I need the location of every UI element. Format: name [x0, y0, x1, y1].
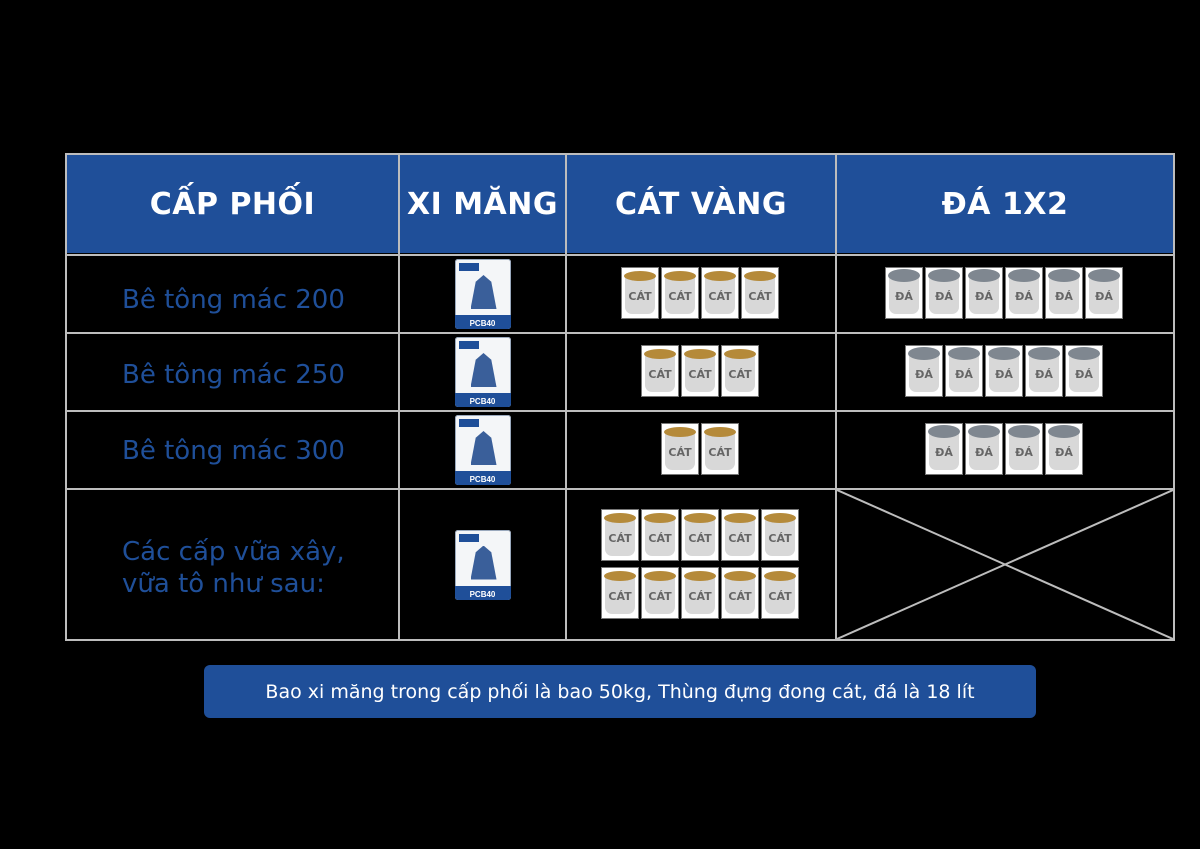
sand-bucket-icon: CÁT [641, 508, 679, 561]
sand-label: CÁT [728, 531, 752, 545]
stone-bucket-icon: ĐÁ [1045, 267, 1083, 319]
grid-line [835, 153, 837, 641]
sand-bucket-icon: CÁT [721, 508, 759, 561]
bag-code: PCB40 [469, 589, 496, 599]
header-da-1x2: ĐÁ 1X2 [837, 155, 1173, 253]
grid-line [65, 639, 1175, 641]
sand-bucket-icon: CÁT [721, 566, 759, 619]
sand-label: CÁT [648, 589, 672, 603]
stone-bucket-icon: ĐÁ [1005, 267, 1043, 319]
sand-bucket-icon: CÁT [721, 345, 759, 397]
stone-label: ĐÁ [1015, 290, 1033, 303]
stone-label: ĐÁ [935, 290, 953, 303]
sand-bucket-icon: CÁT [601, 566, 639, 619]
sand-label: CÁT [688, 531, 712, 545]
sand-bucket-icon: CÁT [621, 267, 659, 319]
sand-bucket-icon: CÁT [701, 267, 739, 319]
bag-code: PCB40 [469, 397, 496, 406]
stone-label: ĐÁ [1015, 446, 1033, 459]
sand-label: CÁT [688, 589, 712, 603]
stone-bucket-icon: ĐÁ [945, 345, 983, 397]
stone-bucket-icon: ĐÁ [1065, 345, 1103, 397]
sand-label: CÁT [728, 368, 752, 381]
stone-bucket-icon: ĐÁ [925, 267, 963, 319]
stone-label: ĐÁ [975, 446, 993, 459]
grid-line [1173, 153, 1175, 641]
bag-code: PCB40 [469, 319, 496, 328]
sand-label: CÁT [608, 531, 632, 545]
grid-line [65, 153, 1175, 155]
cement-bag-icon: PCB40 [454, 415, 511, 485]
stone-label: ĐÁ [915, 368, 933, 381]
sand-bucket-icon: CÁT [641, 345, 679, 397]
stone-bucket-icon: ĐÁ [905, 345, 943, 397]
note-banner: Bao xi măng trong cấp phối là bao 50kg, … [204, 665, 1036, 718]
stone-bucket-icon: ĐÁ [965, 423, 1003, 475]
stone-label: ĐÁ [1055, 290, 1073, 303]
sand-bucket-icon: CÁT [761, 566, 799, 619]
stone-bucket-icon: ĐÁ [1085, 267, 1123, 319]
stone-bucket-icon: ĐÁ [1025, 345, 1063, 397]
grid-line [65, 332, 1175, 334]
stone-label: ĐÁ [1075, 368, 1093, 381]
sand-bucket-icon: CÁT [601, 508, 639, 561]
grid-line [65, 153, 67, 641]
stone-bucket-icon: ĐÁ [1005, 423, 1043, 475]
stone-bucket-icon: ĐÁ [965, 267, 1003, 319]
stone-label: ĐÁ [995, 368, 1013, 381]
sand-bucket-icon: CÁT [661, 423, 699, 475]
grid-line [65, 254, 1175, 256]
stone-label: ĐÁ [975, 290, 993, 303]
sand-label: CÁT [608, 589, 632, 603]
sand-bucket-icon: CÁT [761, 508, 799, 561]
sand-bucket-icon: CÁT [681, 508, 719, 561]
sand-bucket-icon: CÁT [681, 566, 719, 619]
row-label-mac-300: Bê tông mác 300 [122, 436, 345, 466]
note-text: Bao xi măng trong cấp phối là bao 50kg, … [265, 680, 975, 703]
row-label-mac-250: Bê tông mác 250 [122, 360, 345, 390]
sand-label: CÁT [668, 290, 692, 303]
row-label-vua: Các cấp vữa xây, vữa tô như sau: [122, 537, 345, 599]
cement-bag-icon: PCB40 [454, 259, 511, 329]
grid-line [65, 410, 1175, 412]
stone-label: ĐÁ [1035, 368, 1053, 381]
sand-label: CÁT [668, 446, 692, 459]
stone-label: ĐÁ [895, 290, 913, 303]
sand-bucket-icon: CÁT [661, 267, 699, 319]
header-cat-vang: CÁT VÀNG [567, 155, 835, 253]
sand-bucket-icon: CÁT [641, 566, 679, 619]
sand-label: CÁT [708, 446, 732, 459]
sand-label: CÁT [688, 368, 712, 381]
stone-label: ĐÁ [955, 368, 973, 381]
stone-bucket-icon: ĐÁ [1045, 423, 1083, 475]
sand-label: CÁT [708, 290, 732, 303]
sand-label: CÁT [648, 368, 672, 381]
stone-bucket-icon: ĐÁ [985, 345, 1023, 397]
row-label-mac-200: Bê tông mác 200 [122, 285, 345, 315]
stone-bucket-icon: ĐÁ [885, 267, 923, 319]
sand-label: CÁT [728, 589, 752, 603]
sand-label: CÁT [628, 290, 652, 303]
bag-code: PCB40 [469, 475, 496, 484]
sand-bucket-icon: CÁT [741, 267, 779, 319]
header-xi-mang: XI MĂNG [400, 155, 565, 253]
cement-bag-icon: PCB40 [454, 529, 511, 600]
sand-bucket-icon: CÁT [701, 423, 739, 475]
sand-label: CÁT [648, 531, 672, 545]
stone-label: ĐÁ [935, 446, 953, 459]
grid-line [398, 153, 400, 641]
grid-line [65, 488, 1175, 490]
empty-cell-cross [837, 490, 1173, 639]
sand-label: CÁT [768, 589, 792, 603]
header-cap-phoi: CẤP PHỐI [67, 155, 398, 253]
sand-label: CÁT [748, 290, 772, 303]
stone-label: ĐÁ [1095, 290, 1113, 303]
grid-line [565, 153, 567, 641]
stone-label: ĐÁ [1055, 446, 1073, 459]
sand-bucket-icon: CÁT [681, 345, 719, 397]
stone-bucket-icon: ĐÁ [925, 423, 963, 475]
cement-bag-icon: PCB40 [454, 337, 511, 407]
sand-label: CÁT [768, 531, 792, 545]
